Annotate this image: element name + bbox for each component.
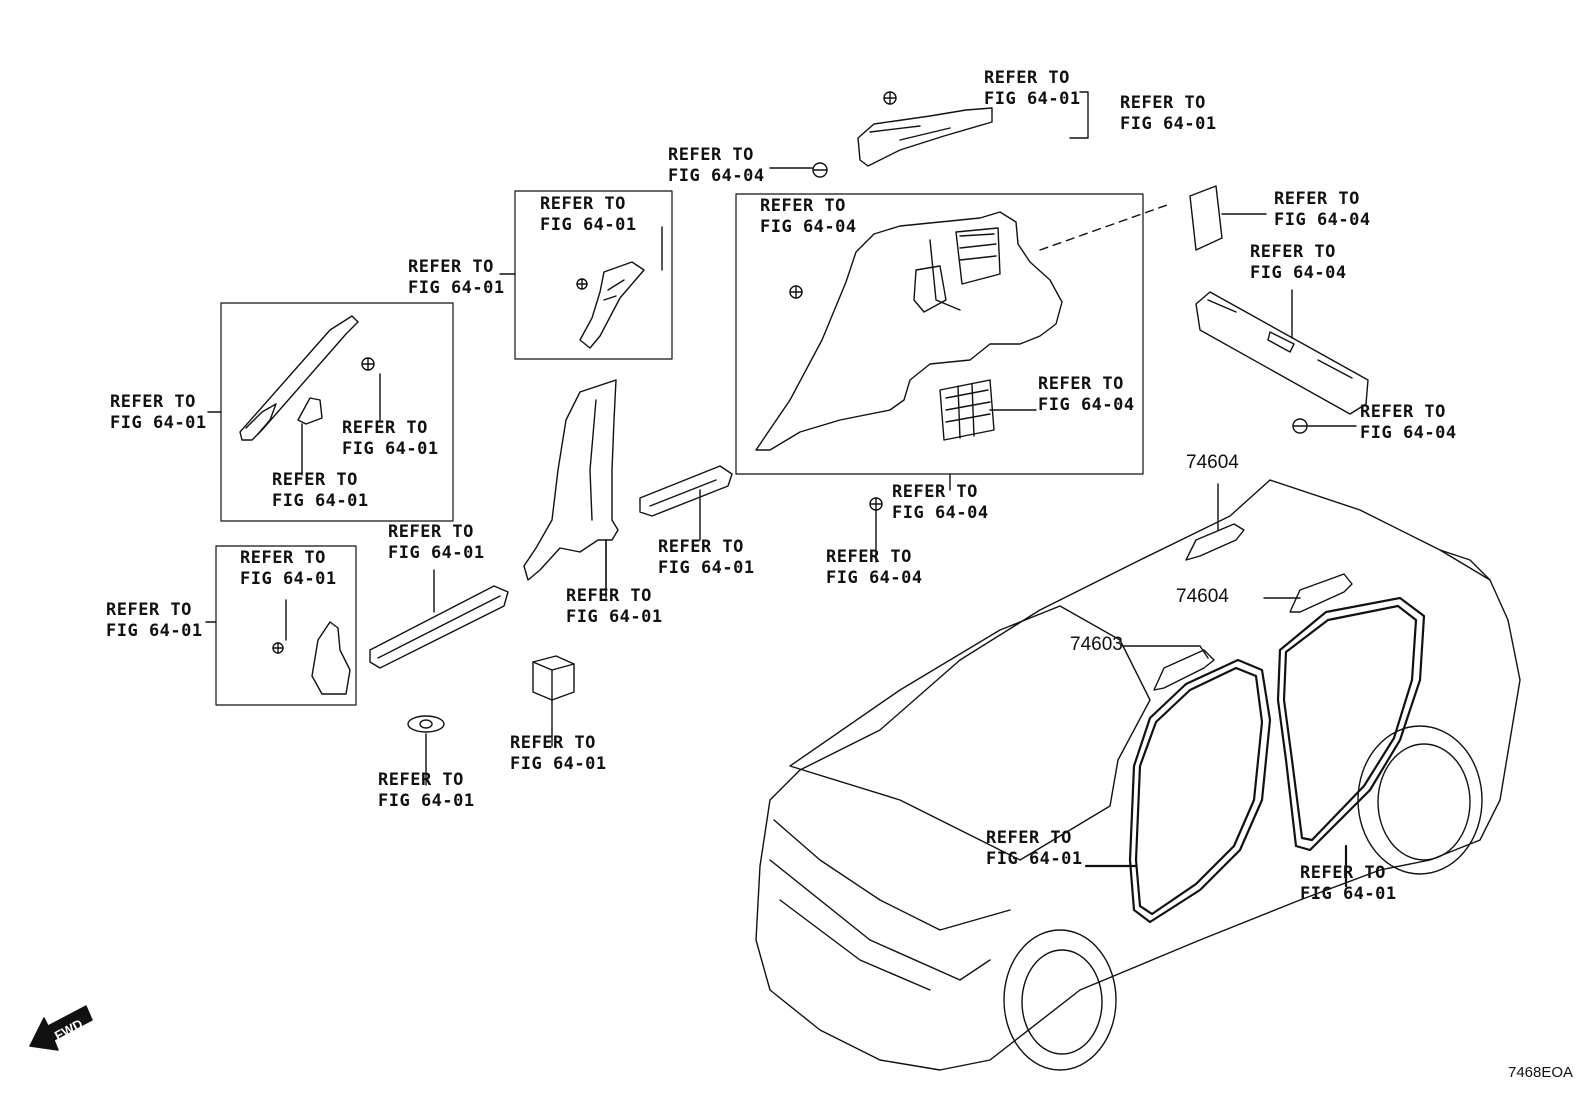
label-refer-front-weatherstrip: REFER TO FIG 64-01 bbox=[986, 828, 1083, 869]
label-refer-upper-trim-2: REFER TO FIG 64-01 bbox=[1120, 93, 1217, 134]
label-refer-front-scuff: REFER TO FIG 64-01 bbox=[388, 522, 485, 563]
leader-lines bbox=[205, 273, 607, 623]
vehicle-body bbox=[755, 479, 1521, 1071]
label-refer-upper-trim-1: REFER TO FIG 64-01 bbox=[984, 68, 1081, 109]
back-door-upper-trim bbox=[857, 91, 1089, 167]
front-pillar-garnish bbox=[239, 315, 359, 476]
label-refer-back-scuff-clip: REFER TO FIG 64-04 bbox=[1360, 402, 1457, 443]
label-refer-pillar-upper-side: REFER TO FIG 64-01 bbox=[408, 257, 505, 298]
electrical-box bbox=[532, 655, 575, 747]
label-refer-box: REFER TO FIG 64-01 bbox=[510, 733, 607, 774]
group-box-cowl-side bbox=[215, 545, 357, 706]
quarter-trim-panel bbox=[755, 203, 1171, 451]
trim-clip-upper bbox=[769, 162, 828, 178]
group-box-quarter-trim bbox=[735, 193, 1144, 475]
label-refer-a-pillar-garnish: REFER TO FIG 64-01 bbox=[272, 470, 369, 511]
label-refer-quarter-clip-b: REFER TO FIG 64-04 bbox=[826, 547, 923, 588]
label-refer-cowl-box: REFER TO FIG 64-01 bbox=[240, 548, 337, 589]
back-door-scuff-plate bbox=[1195, 289, 1369, 434]
label-refer-a-pillar-box: REFER TO FIG 64-01 bbox=[110, 392, 207, 433]
front-scuff-plate bbox=[369, 569, 509, 669]
side-cover bbox=[1189, 185, 1267, 251]
pillar-clip bbox=[361, 357, 381, 421]
label-refer-a-pillar-clip: REFER TO FIG 64-01 bbox=[342, 418, 439, 459]
part-number-assist-grip-front: 74603 bbox=[1070, 634, 1123, 655]
assist-grip-front bbox=[1121, 645, 1215, 691]
assist-grip-rear-upper bbox=[1185, 483, 1245, 561]
label-refer-clip-upper: REFER TO FIG 64-04 bbox=[668, 145, 765, 186]
label-refer-grommet: REFER TO FIG 64-01 bbox=[378, 770, 475, 811]
label-refer-rear-scuff: REFER TO FIG 64-01 bbox=[658, 537, 755, 578]
label-refer-quarter-trim: REFER TO FIG 64-04 bbox=[760, 196, 857, 237]
label-refer-quarter-clip-a: REFER TO FIG 64-04 bbox=[892, 482, 989, 523]
fwd-arrow-icon bbox=[29, 1005, 93, 1051]
grommet bbox=[407, 715, 445, 786]
label-refer-quarter-net: REFER TO FIG 64-04 bbox=[1038, 374, 1135, 415]
door-weatherstrip-front bbox=[1084, 658, 1272, 924]
label-refer-side-cover: REFER TO FIG 64-04 bbox=[1274, 189, 1371, 230]
assist-grip-rear bbox=[1263, 573, 1353, 613]
group-box-a-pillar-upper bbox=[514, 190, 673, 360]
quarter-trim-clip bbox=[869, 473, 951, 563]
front-pillar-upper-garnish bbox=[576, 226, 663, 349]
label-refer-back-scuff: REFER TO FIG 64-04 bbox=[1250, 242, 1347, 283]
cowl-side-trim bbox=[272, 599, 351, 695]
door-weatherstrip-rear bbox=[1276, 596, 1426, 888]
part-number-assist-grip-rear-upper: 74604 bbox=[1186, 452, 1239, 473]
part-number-assist-grip-rear: 74604 bbox=[1176, 586, 1229, 607]
diagram-code: 7468EOA bbox=[1508, 1064, 1574, 1081]
center-pillar-garnish bbox=[523, 379, 619, 596]
label-refer-rear-weatherstrip: REFER TO FIG 64-01 bbox=[1300, 863, 1397, 904]
label-refer-center-pillar: REFER TO FIG 64-01 bbox=[566, 586, 663, 627]
label-refer-cowl-side: REFER TO FIG 64-01 bbox=[106, 600, 203, 641]
label-refer-pillar-upper-box: REFER TO FIG 64-01 bbox=[540, 194, 637, 235]
rear-scuff-plate bbox=[639, 465, 733, 541]
